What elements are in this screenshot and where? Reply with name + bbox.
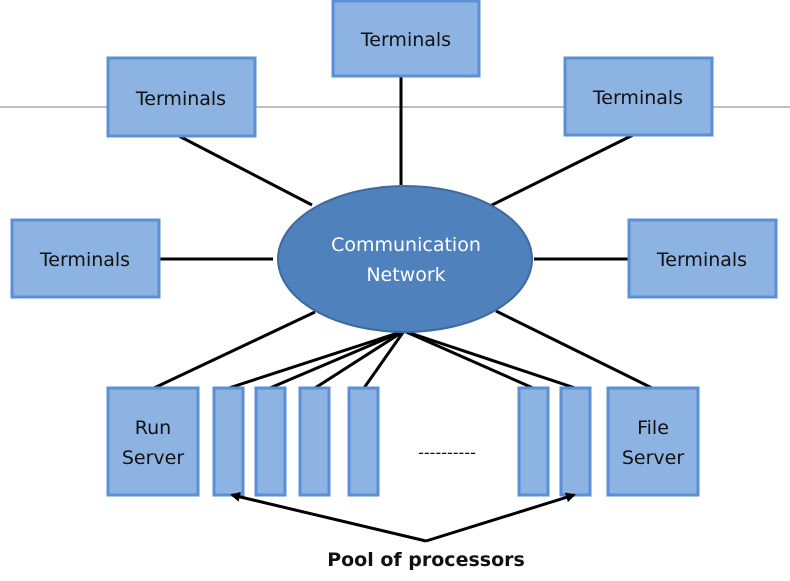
arrow-to-first-processor xyxy=(230,491,427,543)
terminal-box xyxy=(627,218,778,299)
hub-label-line-1: Communication xyxy=(331,234,481,256)
link-processor-4 xyxy=(362,330,406,389)
file-server-label-line-2: Server xyxy=(622,447,684,469)
processor-6 xyxy=(559,386,592,497)
terminal-label: Terminals xyxy=(656,249,747,271)
pool-arrows xyxy=(230,491,576,543)
terminal-mid-left: Terminals xyxy=(10,218,161,299)
terminal-box xyxy=(106,56,257,138)
link-processor-6 xyxy=(403,329,576,390)
terminal-label: Terminals xyxy=(592,87,683,109)
processor-pool: ---------- xyxy=(212,386,592,497)
run-server-label-line-2: Server xyxy=(122,447,184,469)
terminal-upper-right: Terminals xyxy=(563,56,714,137)
processor-ellipsis: ---------- xyxy=(418,443,476,462)
link-upper-right-terminal xyxy=(489,133,634,208)
processor-2 xyxy=(254,386,287,497)
file-server-box xyxy=(606,386,700,497)
terminal-label: Terminals xyxy=(135,88,226,110)
run-server-box xyxy=(106,386,200,497)
connectors xyxy=(153,77,653,390)
arrow-to-last-processor xyxy=(425,492,576,543)
terminal-mid-right: Terminals xyxy=(627,218,778,299)
terminal-label: Terminals xyxy=(39,249,130,271)
file-server-label-line-1: File xyxy=(637,417,669,439)
terminal-box xyxy=(563,56,714,137)
link-file-server xyxy=(495,309,653,390)
link-processor-3 xyxy=(314,329,405,390)
link-processor-2 xyxy=(269,329,405,390)
run-server-label-line-1: Run xyxy=(135,417,171,439)
terminal-box xyxy=(10,218,161,299)
terminal-box xyxy=(331,0,481,78)
communication-network-hub: Communication Network xyxy=(277,185,533,333)
terminal-upper-left: Terminals xyxy=(106,56,257,138)
hub-label-line-2: Network xyxy=(366,264,445,286)
processor-4 xyxy=(347,386,380,497)
processor-5 xyxy=(517,386,550,497)
processor-3 xyxy=(298,386,331,497)
terminal-top: Terminals xyxy=(331,0,481,78)
run-server: Run Server xyxy=(106,386,200,497)
link-processor-5 xyxy=(403,329,534,390)
link-upper-left-terminal xyxy=(176,133,313,207)
link-run-server xyxy=(153,310,316,390)
link-processor-1 xyxy=(228,329,405,390)
file-server: File Server xyxy=(606,386,700,497)
hub-ellipse xyxy=(277,185,533,333)
processor-1 xyxy=(212,386,245,497)
pool-caption: Pool of processors xyxy=(327,549,525,571)
terminal-label: Terminals xyxy=(360,29,451,51)
